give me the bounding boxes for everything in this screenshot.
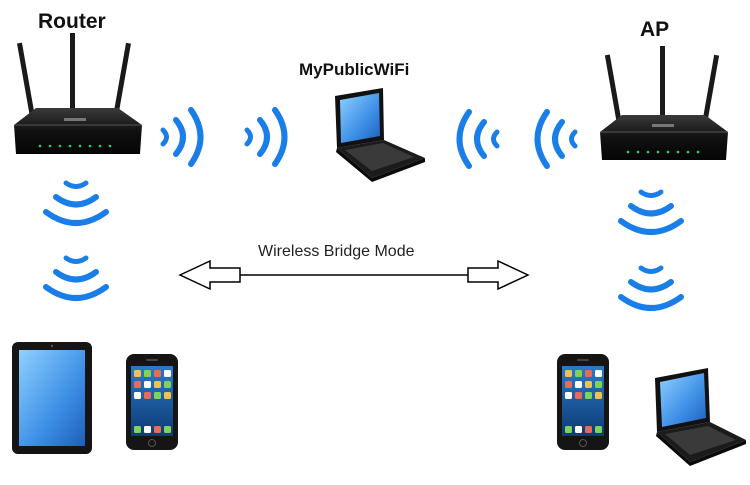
wifi-wave-icon xyxy=(43,180,109,226)
laptop-icon xyxy=(655,368,746,466)
ap-device xyxy=(600,46,728,160)
wifi-wave-icon xyxy=(534,109,578,169)
router-label: Router xyxy=(38,10,106,33)
bridge-double-arrow xyxy=(178,259,530,291)
waves-ap-to-hotspot xyxy=(456,109,578,169)
waves-router-to-hotspot xyxy=(160,107,288,167)
bridge-mode-label: Wireless Bridge Mode xyxy=(258,243,415,260)
tablet-icon xyxy=(12,342,92,454)
phone-client-left xyxy=(126,354,178,450)
hotspot-label: MyPublicWiFi xyxy=(299,60,410,79)
wifi-wave-icon xyxy=(244,107,288,167)
ap-label: AP xyxy=(640,18,670,41)
router-device xyxy=(14,33,142,154)
wifi-wave-icon xyxy=(43,255,109,301)
wifi-wave-icon xyxy=(456,109,500,169)
wifi-wave-icon xyxy=(618,265,684,311)
waves-ap-to-clients xyxy=(618,189,684,311)
access-point-icon xyxy=(600,46,728,160)
hotspot-laptop xyxy=(335,88,425,182)
phone-client-right xyxy=(557,354,609,450)
smartphone-icon xyxy=(557,354,609,450)
smartphone-icon xyxy=(126,354,178,450)
tablet-client xyxy=(12,342,92,454)
wifi-wave-icon xyxy=(618,189,684,235)
laptop-client xyxy=(655,368,746,466)
router-icon xyxy=(14,33,142,154)
laptop-icon xyxy=(335,88,425,182)
waves-router-to-clients xyxy=(43,180,109,301)
double-arrow-icon xyxy=(178,259,530,291)
wifi-wave-icon xyxy=(160,107,204,167)
